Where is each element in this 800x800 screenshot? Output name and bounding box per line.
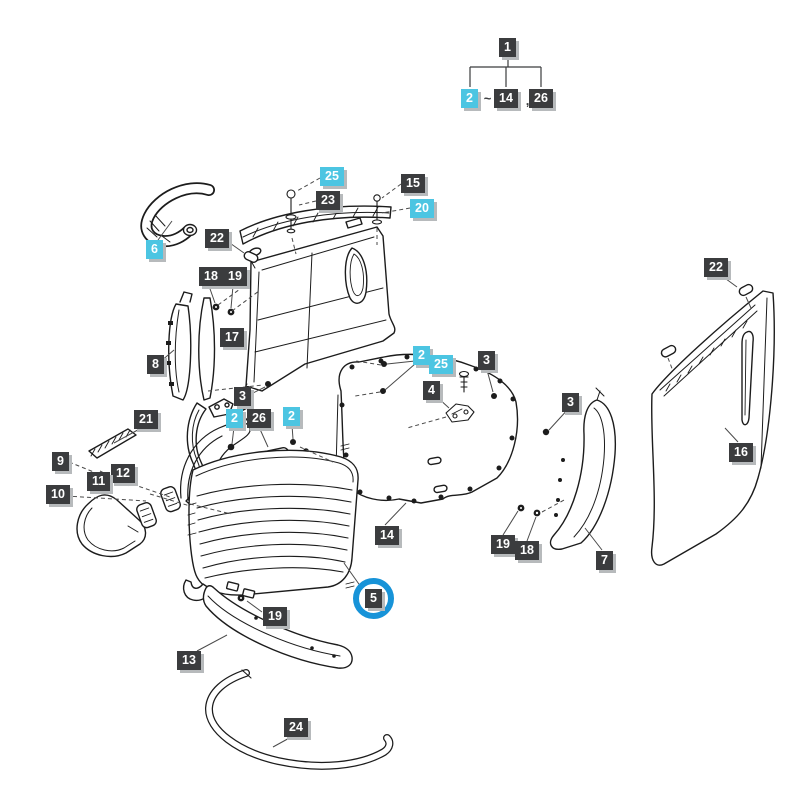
bolt-part <box>381 361 387 367</box>
corner-trim-part <box>549 387 617 550</box>
hose-part <box>140 182 215 248</box>
part-callout-18[interactable]: 18 <box>515 541 539 560</box>
part-callout-7[interactable]: 7 <box>596 551 613 570</box>
part-callout-20[interactable]: 20 <box>410 199 434 218</box>
part-callout-22[interactable]: 22 <box>704 258 728 277</box>
emblem-strip-part <box>88 428 137 459</box>
part-callout-21[interactable]: 21 <box>134 410 158 429</box>
part-callout-3[interactable]: 3 <box>478 351 495 370</box>
part-callout-4[interactable]: 4 <box>423 381 440 400</box>
part-callout-2[interactable]: 2 <box>461 89 478 108</box>
part-callout-2[interactable]: 2 <box>283 407 300 426</box>
part-callout-25[interactable]: 25 <box>320 167 344 186</box>
bolt-part <box>542 428 550 436</box>
part-callout-6[interactable]: 6 <box>146 240 163 259</box>
weatherstrip-part <box>205 669 394 770</box>
bolt-part <box>290 439 296 445</box>
bolt-part <box>265 381 271 387</box>
part-callout-19[interactable]: 19 <box>223 267 247 286</box>
latch-bracket-part <box>445 370 475 423</box>
legend-separator: , <box>525 93 530 108</box>
part-callout-19[interactable]: 19 <box>263 607 287 626</box>
housing-part <box>76 494 147 558</box>
part-callout-19[interactable]: 19 <box>491 535 515 554</box>
legend-separator: ~ <box>483 91 492 106</box>
part-callout-26[interactable]: 26 <box>247 409 271 428</box>
screw-part <box>285 189 297 234</box>
part-callout-18[interactable]: 18 <box>199 267 223 286</box>
part-callout-11[interactable]: 11 <box>87 472 111 491</box>
part-callout-3[interactable]: 3 <box>562 393 579 412</box>
part-callout-2[interactable]: 2 <box>413 346 430 365</box>
part-callout-24[interactable]: 24 <box>284 718 308 737</box>
part-callout-8[interactable]: 8 <box>147 355 164 374</box>
part-callout-22[interactable]: 22 <box>205 229 229 248</box>
part-callout-25[interactable]: 25 <box>429 355 453 374</box>
part-callout-14[interactable]: 14 <box>375 526 399 545</box>
leader-lines <box>65 177 752 748</box>
part-callout-5[interactable]: 5 <box>365 589 382 608</box>
pad-part <box>160 486 181 513</box>
part-callout-3[interactable]: 3 <box>234 387 251 406</box>
part-callout-17[interactable]: 17 <box>220 328 244 347</box>
highlight-ring <box>353 578 394 619</box>
part-callout-16[interactable]: 16 <box>729 443 753 462</box>
part-callout-10[interactable]: 10 <box>46 485 70 504</box>
part-callout-1[interactable]: 1 <box>499 38 516 57</box>
part-callout-9[interactable]: 9 <box>52 452 69 471</box>
part-callout-26[interactable]: 26 <box>529 89 553 108</box>
inner-panel-part <box>335 353 519 504</box>
part-callout-2[interactable]: 2 <box>226 409 243 428</box>
part-callout-23[interactable]: 23 <box>316 191 340 210</box>
part-callout-13[interactable]: 13 <box>177 651 201 670</box>
pad-part <box>136 502 157 529</box>
bumper-part <box>202 581 353 669</box>
legend-tree-lines <box>469 56 542 87</box>
part-callout-12[interactable]: 12 <box>111 464 135 483</box>
bolt-part <box>491 393 497 399</box>
side-panel-part <box>650 290 775 566</box>
pillar-trim-part <box>166 291 216 401</box>
bolt-part <box>380 388 386 394</box>
clip-part <box>243 251 259 263</box>
part-callout-14[interactable]: 14 <box>494 89 518 108</box>
top-strip-part <box>239 205 392 245</box>
clip-part <box>660 344 677 358</box>
screw-part <box>371 194 383 225</box>
part-callout-15[interactable]: 15 <box>401 174 425 193</box>
clip-part <box>738 283 754 297</box>
grille-part <box>187 443 359 596</box>
